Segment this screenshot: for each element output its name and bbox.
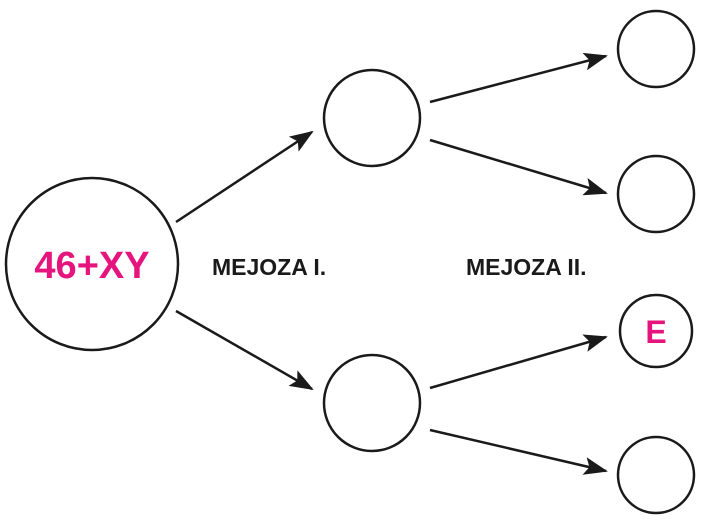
gamete-1	[616, 9, 696, 89]
arrow-parent-to-top	[175, 130, 314, 224]
daughter-cell-bottom-circle	[322, 353, 422, 453]
stage-label-meiosis-2: MEJOZA II.	[466, 254, 587, 280]
gamete-2-circle	[616, 154, 696, 234]
gamete-1-circle	[616, 9, 696, 89]
parent-cell-circle	[4, 176, 180, 352]
gamete-3: E	[618, 293, 694, 369]
daughter-cell-bottom	[322, 353, 422, 453]
parent-cell-label: 46+XY	[34, 245, 149, 287]
gamete-3-label: E	[645, 314, 666, 350]
arrow-bottom-to-gamete-3	[429, 334, 608, 390]
daughter-cell-top-circle	[322, 68, 422, 168]
arrow-bottom-to-gamete-4	[429, 428, 608, 475]
arrow-top-to-gamete-1	[429, 52, 608, 104]
gamete-2	[616, 154, 696, 234]
parent-cell: 46+XY	[4, 176, 180, 352]
stage-label-meiosis-1: MEJOZA I.	[212, 254, 326, 280]
gamete-4	[616, 435, 696, 515]
daughter-cell-top	[322, 68, 422, 168]
arrow-top-to-gamete-2	[429, 138, 608, 196]
arrow-parent-to-bottom	[175, 309, 314, 391]
gamete-4-circle	[616, 435, 696, 515]
gamete-3-circle	[618, 293, 694, 369]
